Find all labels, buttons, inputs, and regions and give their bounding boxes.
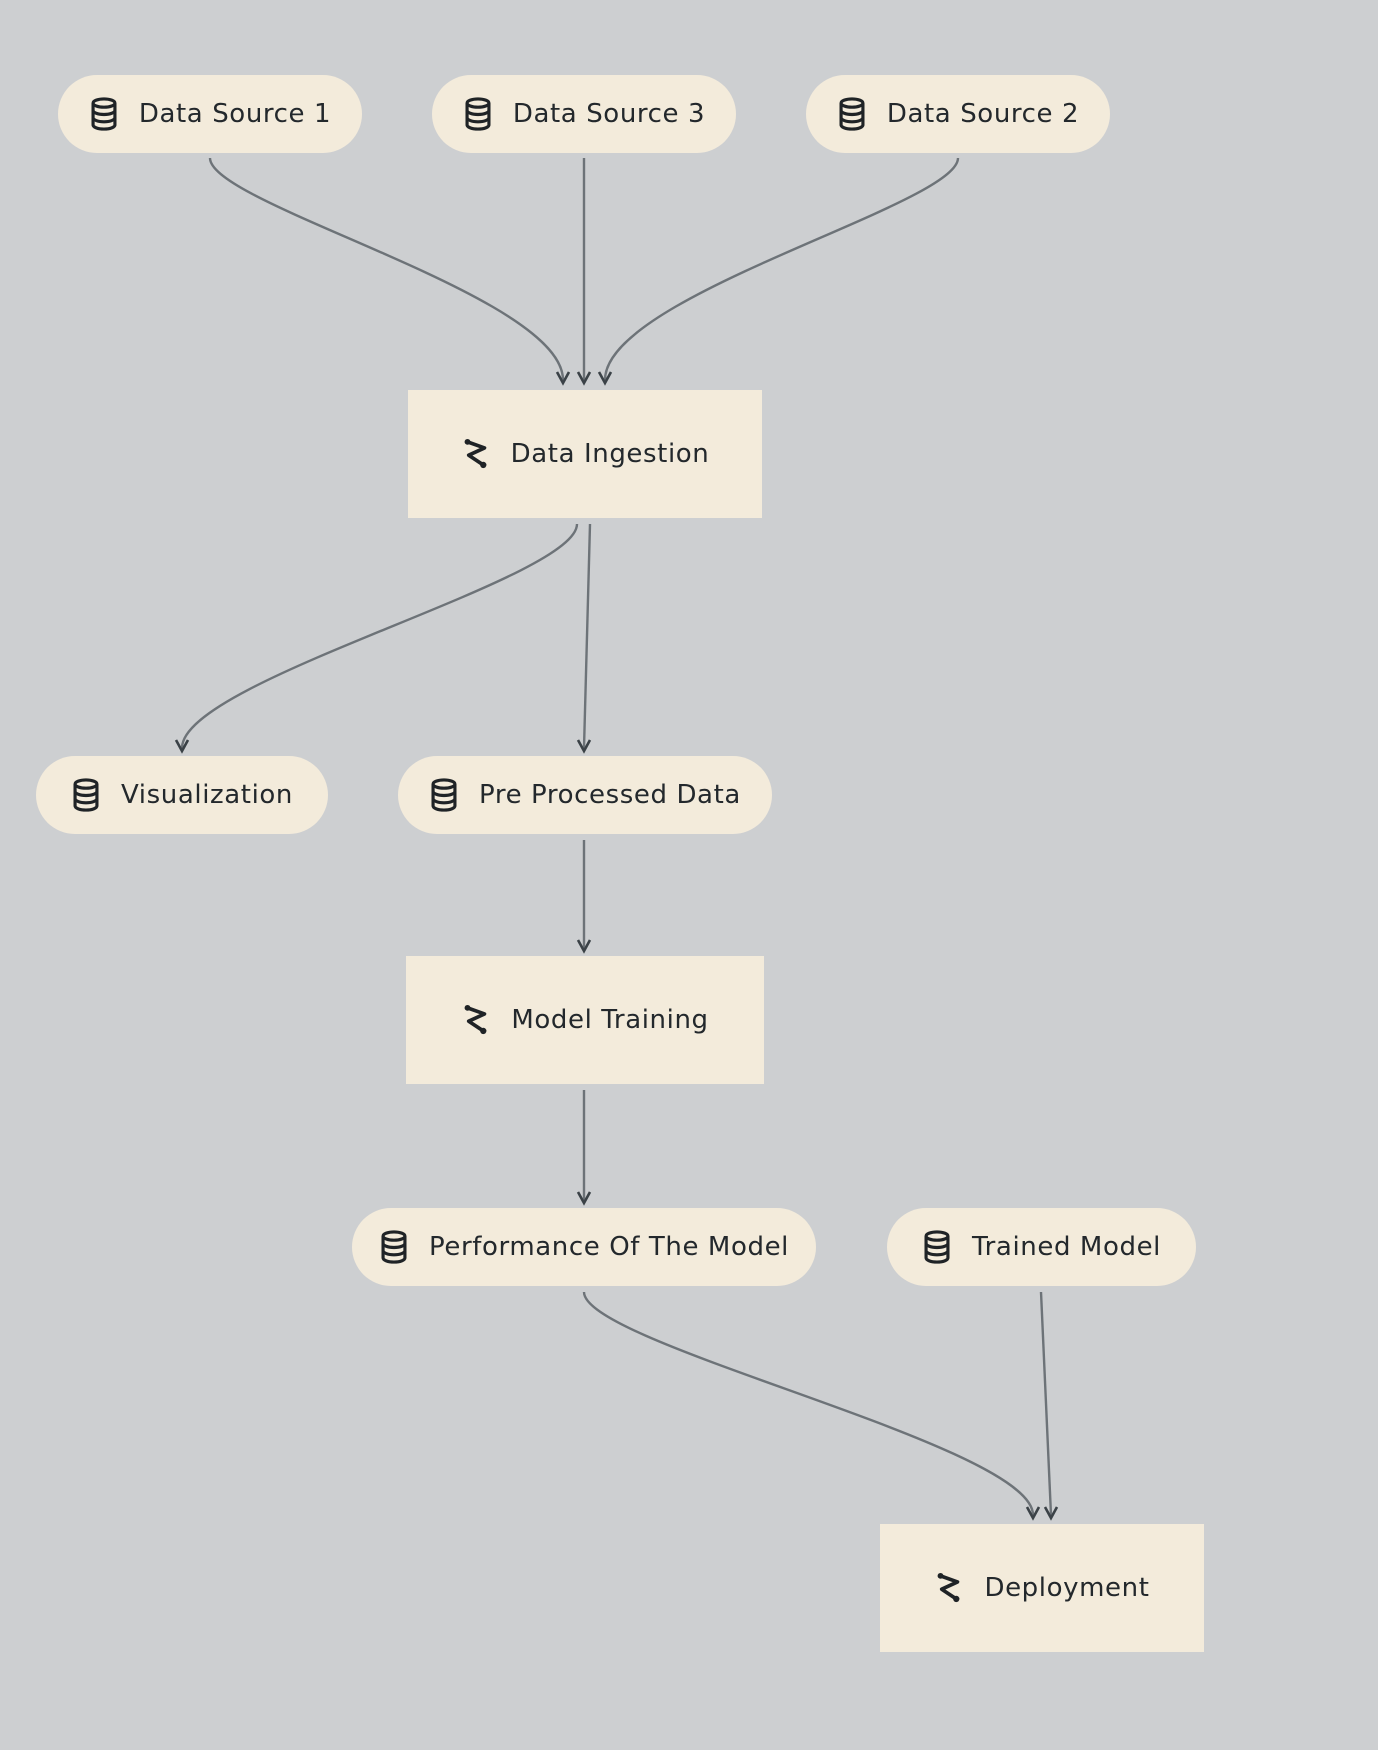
node-label: Trained Model (971, 1232, 1161, 1262)
database-icon (837, 97, 867, 131)
arrowhead (174, 739, 190, 754)
edge-trained-deploy (1039, 1291, 1053, 1516)
node-data-ingestion[interactable]: Data Ingestion (408, 390, 762, 518)
edge-ds1-ingest (208, 157, 565, 381)
node-visualization[interactable]: Visualization (36, 756, 328, 834)
database-icon (922, 1230, 952, 1264)
arrowhead (576, 1191, 592, 1206)
arrowhead (555, 371, 571, 386)
edge-ds2-ingest (603, 157, 960, 381)
node-label: Performance Of The Model (429, 1232, 789, 1262)
database-icon (429, 778, 459, 812)
arrowhead (576, 739, 592, 754)
node-model-training[interactable]: Model Training (406, 956, 764, 1084)
database-icon (71, 778, 101, 812)
node-data-source-1[interactable]: Data Source 1 (58, 75, 362, 153)
edge-perf-deploy (582, 1291, 1035, 1516)
node-data-source-3[interactable]: Data Source 3 (432, 75, 736, 153)
process-icon (934, 1571, 964, 1605)
database-icon (89, 97, 119, 131)
arrowhead (576, 939, 592, 954)
edge-ingest-viz (180, 523, 579, 749)
node-label: Data Ingestion (510, 439, 710, 469)
node-label: Pre Processed Data (479, 780, 741, 810)
database-icon (463, 97, 493, 131)
database-icon (379, 1230, 409, 1264)
node-deployment[interactable]: Deployment (880, 1524, 1204, 1652)
arrowhead (1043, 1506, 1059, 1521)
node-label: Model Training (511, 1005, 709, 1035)
process-icon (461, 437, 491, 471)
arrowhead (1025, 1506, 1041, 1521)
arrowhead (576, 371, 592, 386)
node-label: Visualization (120, 780, 294, 810)
node-pre-processed-data[interactable]: Pre Processed Data (398, 756, 772, 834)
arrowhead (597, 371, 613, 386)
node-label: Data Source 1 (138, 99, 332, 129)
edge-ingest-pre (582, 523, 592, 749)
node-label: Data Source 2 (886, 99, 1080, 129)
node-label: Deployment (984, 1573, 1150, 1603)
node-data-source-2[interactable]: Data Source 2 (806, 75, 1110, 153)
process-icon (461, 1003, 491, 1037)
node-label: Data Source 3 (512, 99, 706, 129)
node-trained-model[interactable]: Trained Model (887, 1208, 1196, 1286)
node-performance-of-the-model[interactable]: Performance Of The Model (352, 1208, 816, 1286)
